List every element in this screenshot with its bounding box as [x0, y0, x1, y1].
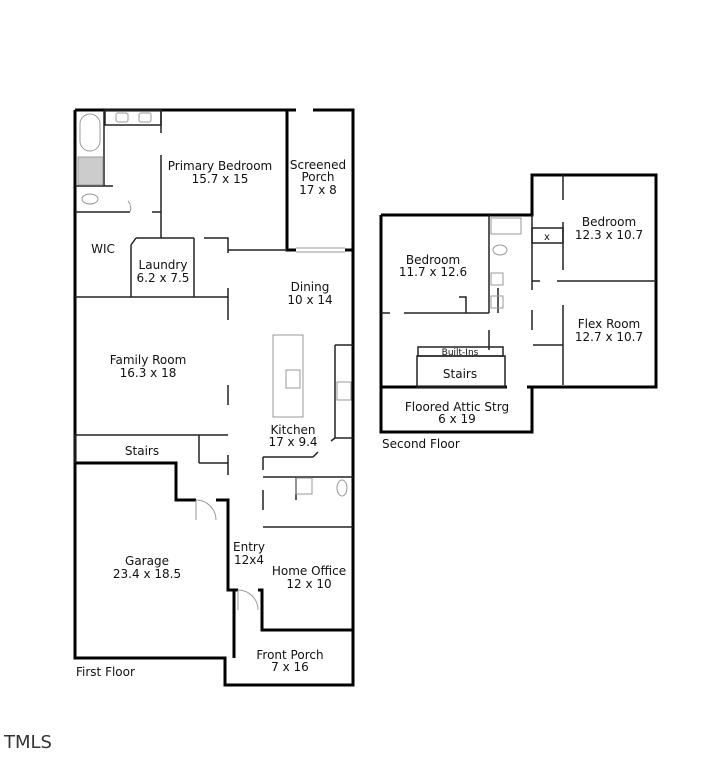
room-dims: 15.7 x 15	[192, 172, 249, 186]
room-dims: 10 x 14	[287, 293, 332, 307]
room-name: Kitchen	[270, 423, 315, 437]
room-name: Bedroom	[582, 215, 636, 229]
second-floor-walls	[379, 173, 658, 434]
room-name: Stairs	[125, 444, 159, 458]
room-name: Dining	[291, 280, 330, 294]
room-name: Porch	[301, 170, 334, 184]
room-name: Floored Attic Strg	[405, 400, 509, 414]
second-floor-caption: Second Floor	[382, 437, 460, 451]
first-floor-caption: First Floor	[76, 665, 135, 679]
room-name: Flex Room	[578, 317, 641, 331]
room-dims: 6.2 x 7.5	[137, 271, 190, 285]
room-dims: 12x4	[234, 553, 264, 567]
room-name: Family Room	[110, 353, 187, 367]
room-name: Garage	[125, 554, 169, 568]
room-dims: 23.4 x 18.5	[113, 567, 181, 581]
room-dims: 12.3 x 10.7	[575, 228, 643, 242]
room-dims: 12 x 10	[286, 577, 331, 591]
tmls-watermark: TMLS	[3, 732, 52, 753]
room-name: Front Porch	[256, 648, 323, 662]
room-name: Screened	[290, 158, 346, 172]
room-name: Bedroom	[406, 253, 460, 267]
room-dims: 6 x 19	[438, 412, 476, 426]
stairs-label: Stairs	[443, 367, 477, 381]
room-name: Home Office	[272, 564, 346, 578]
room-name: WIC	[91, 242, 115, 256]
room-stairs: Stairs	[125, 444, 159, 458]
room-name: Entry	[233, 540, 265, 554]
room-dims: 7 x 16	[271, 660, 309, 674]
room-wic: WIC	[91, 242, 115, 256]
room-dims: 16.3 x 18	[120, 366, 177, 380]
room-dims: 11.7 x 12.6	[399, 265, 467, 279]
room-dims: 17 x 9.4	[268, 435, 317, 449]
built-ins-label: Built-Ins	[442, 348, 479, 358]
room-name: Primary Bedroom	[168, 159, 272, 173]
room-dims: 12.7 x 10.7	[575, 330, 643, 344]
first-floor-walls	[73, 108, 355, 687]
closet-mark: x	[544, 232, 550, 243]
room-name: Laundry	[139, 258, 188, 272]
room-dims: 17 x 8	[299, 183, 337, 197]
